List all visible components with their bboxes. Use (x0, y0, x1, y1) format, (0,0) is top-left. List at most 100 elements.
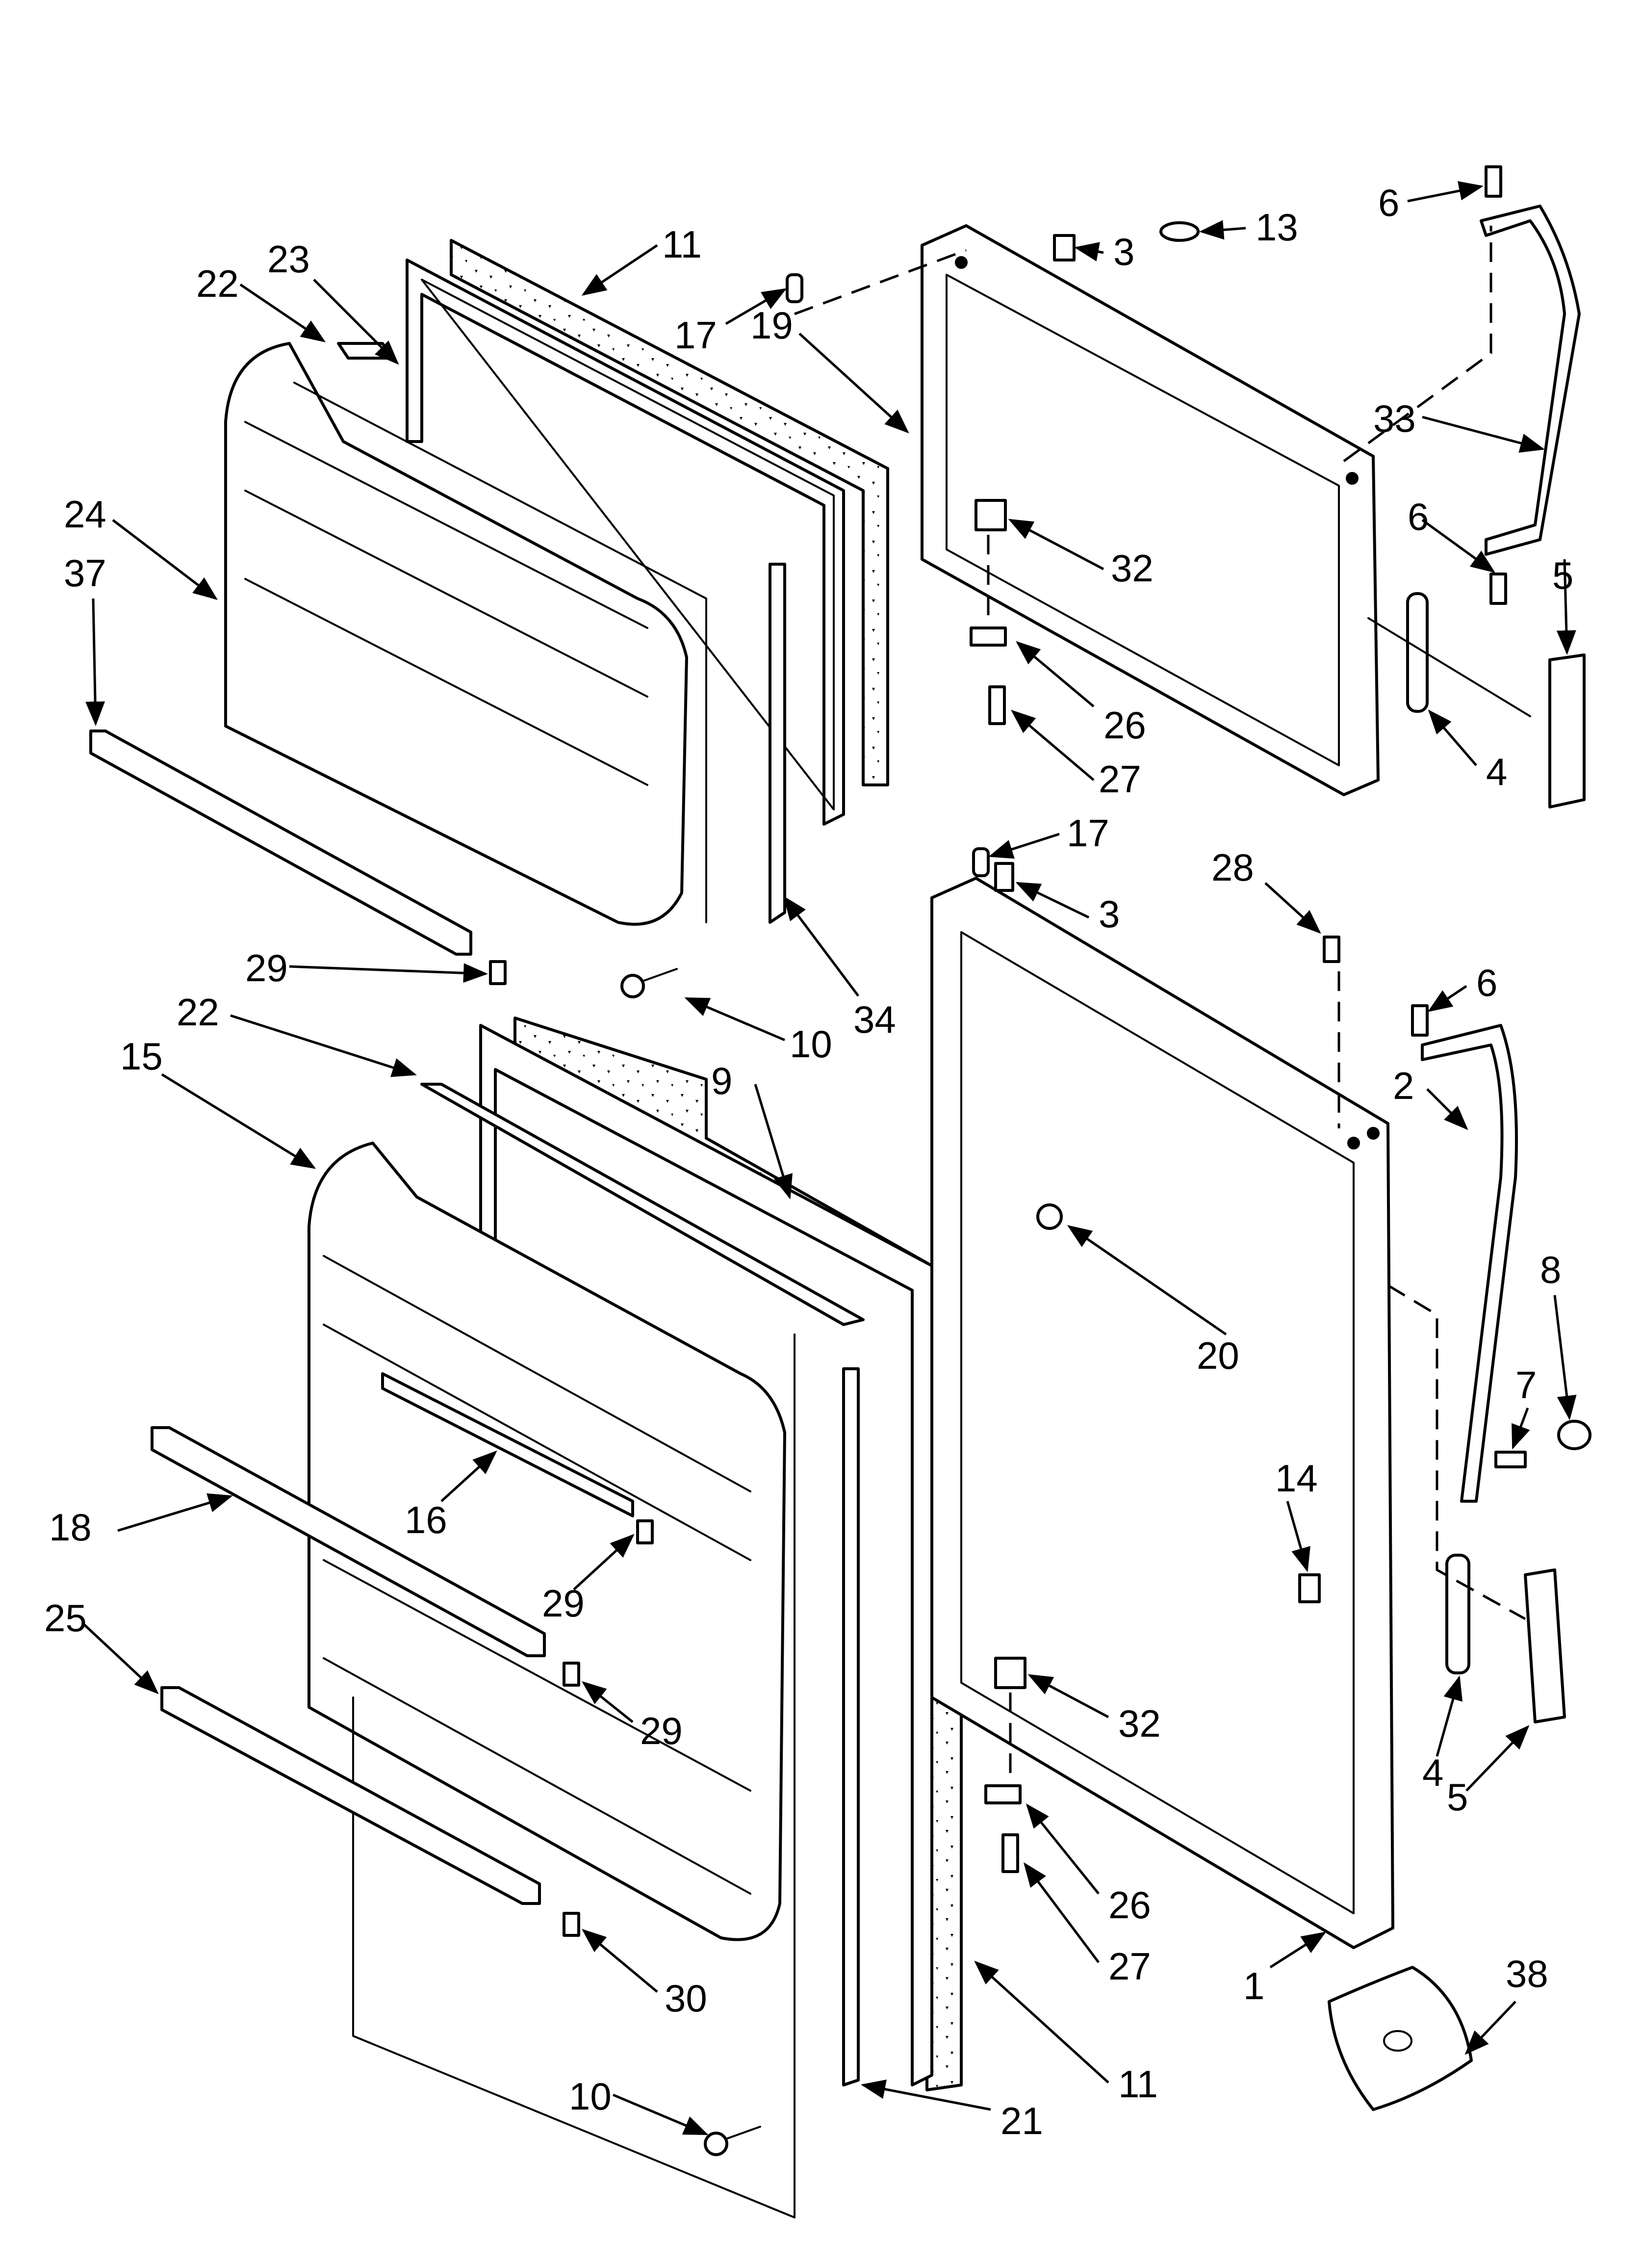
screw-27-upper (988, 685, 1006, 725)
callout-label: 9 (711, 1059, 732, 1102)
leader-29-lower (582, 1681, 634, 1723)
door-plug-20 (1036, 1203, 1063, 1230)
callout-label: 26 (1108, 1883, 1151, 1927)
leader-1 (1269, 1931, 1327, 1969)
leader-5-upper (1556, 559, 1576, 655)
callout-label: 30 (665, 1977, 707, 2020)
leader-22-lower (230, 1014, 417, 1077)
screw-6-mid (1489, 573, 1507, 605)
callout-label: 6 (1476, 961, 1497, 1004)
callout-label: 3 (1113, 230, 1134, 273)
callout-label: 23 (267, 237, 310, 281)
callout-label: 19 (750, 304, 793, 347)
leader-30 (582, 1929, 658, 1993)
door-shelf-bar-25 (160, 1686, 541, 1905)
callout-label: 8 (1540, 1248, 1561, 1291)
callout-label: 10 (569, 2075, 612, 2118)
screw-cap-8 (1557, 1420, 1591, 1450)
fresh-food-wedge (420, 1083, 865, 1326)
callout-label: 27 (1099, 757, 1141, 801)
leader-27-lower (1024, 1862, 1100, 1963)
plug-28 (1323, 936, 1340, 963)
callout-label: 24 (64, 493, 106, 536)
handle-trim-5-lower (1524, 1568, 1566, 1723)
leader-22-upper (239, 283, 326, 342)
fresh-food-door-liner (308, 1142, 786, 1941)
leader-32-lower (1027, 1674, 1109, 1719)
leader-26-upper (1016, 641, 1095, 707)
freezer-liner-shelf-1 (244, 421, 648, 786)
callout-label: 34 (853, 998, 896, 1041)
callout-label: 26 (1103, 704, 1146, 747)
leader-33 (1422, 416, 1545, 453)
leader-3-upper (1074, 242, 1104, 261)
freezer-door-group (89, 239, 889, 998)
leader-4-lower (1436, 1675, 1463, 1757)
leader-19 (798, 333, 909, 434)
screw-3-upper (1053, 234, 1076, 261)
freezer-door-gasket (406, 259, 845, 826)
callout-label: 14 (1275, 1457, 1318, 1500)
fresh-food-liner-outer (352, 1333, 795, 2218)
screw-3-lower (994, 862, 1014, 892)
callout-label: 33 (1373, 397, 1416, 440)
callout-labels: 1 2 3 3 4 4 5 5 6 6 6 7 8 9 10 10 11 11 … (44, 181, 1573, 2142)
callout-label: 6 (1408, 495, 1429, 538)
handle-trim-5-upper (1548, 653, 1586, 808)
leader-11-upper (581, 244, 658, 296)
leader-15 (161, 1073, 316, 1169)
hinge-32-lower (994, 1657, 1026, 1689)
callout-label: 29 (245, 946, 288, 990)
leader-20 (1067, 1225, 1227, 1336)
alignment-line-upper-2 (1343, 226, 1492, 463)
callout-label: 5 (1552, 554, 1573, 597)
handle-gasket-4-lower (1445, 1554, 1470, 1674)
callout-label: 17 (1067, 811, 1109, 855)
screw-10-lower (704, 2126, 761, 2156)
leader-25 (82, 1623, 159, 1694)
leader-38 (1464, 2001, 1516, 2055)
leader-10-upper (684, 997, 785, 1042)
liner-trim-strip-21 (842, 1367, 860, 2086)
callout-label: 29 (542, 1582, 585, 1625)
leader-9 (754, 1084, 793, 1199)
freezer-door-liner (224, 342, 688, 926)
callout-label: 20 (1197, 1334, 1239, 1377)
leader-11-lower (974, 1960, 1109, 2084)
hinge-32-upper (975, 499, 1007, 531)
leader-24 (112, 519, 218, 600)
screw-6-lower (1411, 1004, 1429, 1037)
callout-label: 6 (1378, 181, 1399, 224)
leader-18 (117, 1493, 233, 1532)
handle-gasket-4-upper (1406, 592, 1429, 713)
callout-label: 22 (196, 262, 239, 305)
shelf-clip-29-b (563, 1662, 580, 1687)
hardware-bag-38 (1328, 1966, 1473, 2111)
callout-label: 21 (1001, 2099, 1043, 2142)
freezer-gasket-inner (421, 279, 835, 810)
callout-label: 10 (790, 1022, 832, 1066)
callout-label: 11 (1118, 2062, 1158, 2106)
plug-17-upper (786, 273, 803, 303)
leader-3-lower (1015, 882, 1090, 919)
clip-14 (1298, 1573, 1321, 1603)
leader-17-lower (988, 833, 1060, 859)
leader-29-mid (573, 1534, 635, 1590)
callout-label: 4 (1486, 750, 1507, 793)
screw-27-lower (1001, 1833, 1019, 1873)
screw-10-upper (620, 968, 678, 998)
callout-label: 28 (1211, 846, 1254, 889)
callout-label: 17 (674, 313, 717, 357)
callout-label: 15 (120, 1035, 163, 1078)
freezer-handle (1480, 205, 1581, 556)
alignment-line-upper-4 (1367, 617, 1531, 717)
freezer-insulation-body (450, 239, 889, 786)
callout-label: 11 (662, 223, 702, 266)
leader-arrows (82, 181, 1577, 2136)
leader-27-upper (1011, 709, 1095, 781)
screw-6-top (1485, 165, 1502, 198)
leader-16 (440, 1450, 497, 1502)
screw-7 (1494, 1451, 1527, 1468)
alignment-line-lower-2 (1387, 1284, 1526, 1620)
